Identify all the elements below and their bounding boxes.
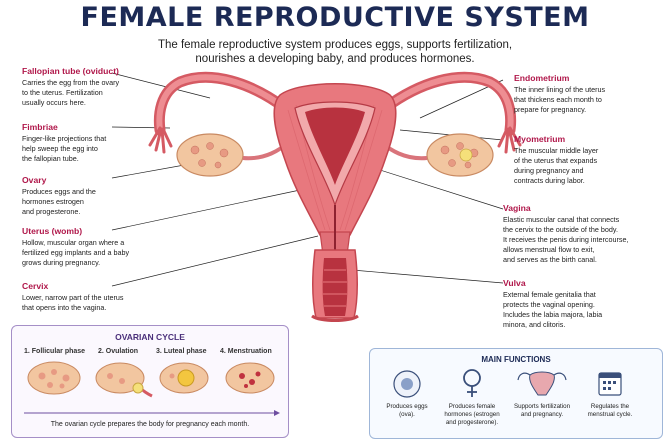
label-fallopian-tube: Fallopian tube (oviduct) Carries the egg… <box>22 66 152 108</box>
function-text: and pregnancy. <box>520 411 564 418</box>
function-pregnancy: Supports fertilization and pregnancy. <box>507 403 577 419</box>
egg-icon <box>393 370 421 398</box>
label-desc: the fallopian tube. <box>22 154 79 163</box>
label-title: Cervix <box>22 281 49 291</box>
label-desc: the cervix to the outside of the body. <box>503 225 618 234</box>
function-hormones: Produces female hormones (estrogen and p… <box>437 403 507 427</box>
label-uterus: Uterus (womb) Hollow, muscular organ whe… <box>22 226 162 268</box>
ovarian-cycle-footer: The ovarian cycle prepares the body for … <box>50 421 250 428</box>
page-subtitle: The female reproductive system produces … <box>157 39 513 65</box>
label-desc: The muscular middle layer <box>514 146 599 155</box>
function-text: Supports fertilization <box>513 403 571 410</box>
label-desc: prepare for pregnancy. <box>514 105 587 114</box>
ovarian-cycle-title: OVARIAN CYCLE <box>115 332 185 342</box>
label-desc: Lower, narrow part of the uterus <box>22 293 124 302</box>
main-functions-panel: MAIN FUNCTIONS Produces eggs (ova). Prod… <box>369 348 663 439</box>
label-desc: Includes the labia majora, labia <box>503 310 603 319</box>
label-desc: of the uterus that expands <box>514 156 598 165</box>
phase-label-follicular: 1. Follicular phase <box>24 348 86 355</box>
label-vagina: Vagina Elastic muscular canal that conne… <box>503 203 663 265</box>
phase-label-menstruation: 4. Menstruation <box>220 348 272 355</box>
label-title: Ovary <box>22 175 47 185</box>
label-title: Endometrium <box>514 73 570 83</box>
label-cervix: Cervix Lower, narrow part of the uterus … <box>22 281 162 313</box>
function-text: (ova). <box>399 411 415 418</box>
label-title: Vagina <box>503 203 531 213</box>
function-cycle: Regulates the menstrual cycle. <box>575 403 645 419</box>
label-desc: Produces eggs and the <box>22 187 96 196</box>
label-vulva: Vulva External female genitalia that pro… <box>503 278 663 330</box>
label-ovary: Ovary Produces eggs and the hormones est… <box>22 175 152 217</box>
label-desc: that opens into the vagina. <box>22 303 107 312</box>
label-desc: grows during pregnancy. <box>22 258 101 267</box>
label-title: Myometrium <box>514 134 566 144</box>
label-desc: during pregnancy and <box>514 166 584 175</box>
label-desc: The inner lining of the uterus <box>514 85 606 94</box>
label-desc: Elastic muscular canal that connects <box>503 215 620 224</box>
main-functions-title: MAIN FUNCTIONS <box>481 355 551 364</box>
label-title: Fimbriae <box>22 122 58 132</box>
label-desc: allows menstrual flow to exit, <box>503 245 595 254</box>
luteal-ovary-icon <box>159 362 209 394</box>
ovarian-cycle-illustrations <box>24 361 280 416</box>
label-title: Fallopian tube (oviduct) <box>22 66 119 76</box>
follicular-ovary-icon <box>27 361 81 395</box>
label-desc: protects the vaginal opening. <box>503 300 595 309</box>
ovarian-cycle-panel: OVARIAN CYCLE 1. Follicular phase 2. Ovu… <box>11 325 289 438</box>
label-desc: Carries the egg from the ovary <box>22 78 120 87</box>
phase-label-luteal: 3. Luteal phase <box>156 348 207 355</box>
left-ovary <box>176 133 244 177</box>
label-desc: that thickens each month to <box>514 95 602 104</box>
label-desc: usually occurs here. <box>22 98 86 107</box>
label-desc: and progesterone. <box>22 207 81 216</box>
label-title: Vulva <box>503 278 526 288</box>
menstruation-ovary-icon <box>225 362 275 394</box>
calendar-icon <box>598 372 622 396</box>
phase-label-ovulation: 2. Ovulation <box>98 348 139 355</box>
label-desc: to the uterus. Fertilization <box>22 88 103 97</box>
label-desc: hormones estrogen <box>22 197 84 206</box>
ovulation-ovary-icon <box>95 362 153 398</box>
uterus-icon <box>517 371 567 396</box>
label-desc: Hollow, muscular organ where a <box>22 238 125 247</box>
label-desc: Finger-like projections that <box>22 134 107 143</box>
function-text: Produces female <box>448 403 496 410</box>
function-text: hormones (estrogen <box>444 411 500 418</box>
label-desc: External female genitalia that <box>503 290 596 299</box>
label-desc: contracts during labor. <box>514 176 585 185</box>
label-fimbriae: Fimbriae Finger-like projections that he… <box>22 122 152 164</box>
female-symbol-icon <box>463 369 481 397</box>
function-eggs: Produces eggs (ova). <box>372 403 442 419</box>
function-text: Regulates the <box>590 403 630 410</box>
label-desc: It receives the penis during intercourse… <box>503 235 629 244</box>
label-desc: fertilized egg implants and a baby <box>22 248 130 257</box>
label-myometrium: Myometrium The muscular middle layer of … <box>514 134 654 186</box>
function-text: Produces eggs <box>386 403 428 410</box>
label-desc: help sweep the egg into <box>22 144 98 153</box>
function-text: menstrual cycle. <box>587 411 633 418</box>
main-functions-icons <box>393 369 622 398</box>
label-endometrium: Endometrium The inner lining of the uter… <box>514 73 654 115</box>
page-title: FEMALE REPRODUCTIVE SYSTEM <box>80 2 590 33</box>
function-text: and progesterone). <box>445 419 499 426</box>
label-desc: minora, and clitoris. <box>503 320 566 329</box>
label-title: Uterus (womb) <box>22 226 83 236</box>
label-desc: and serves as the birth canal. <box>503 255 597 264</box>
